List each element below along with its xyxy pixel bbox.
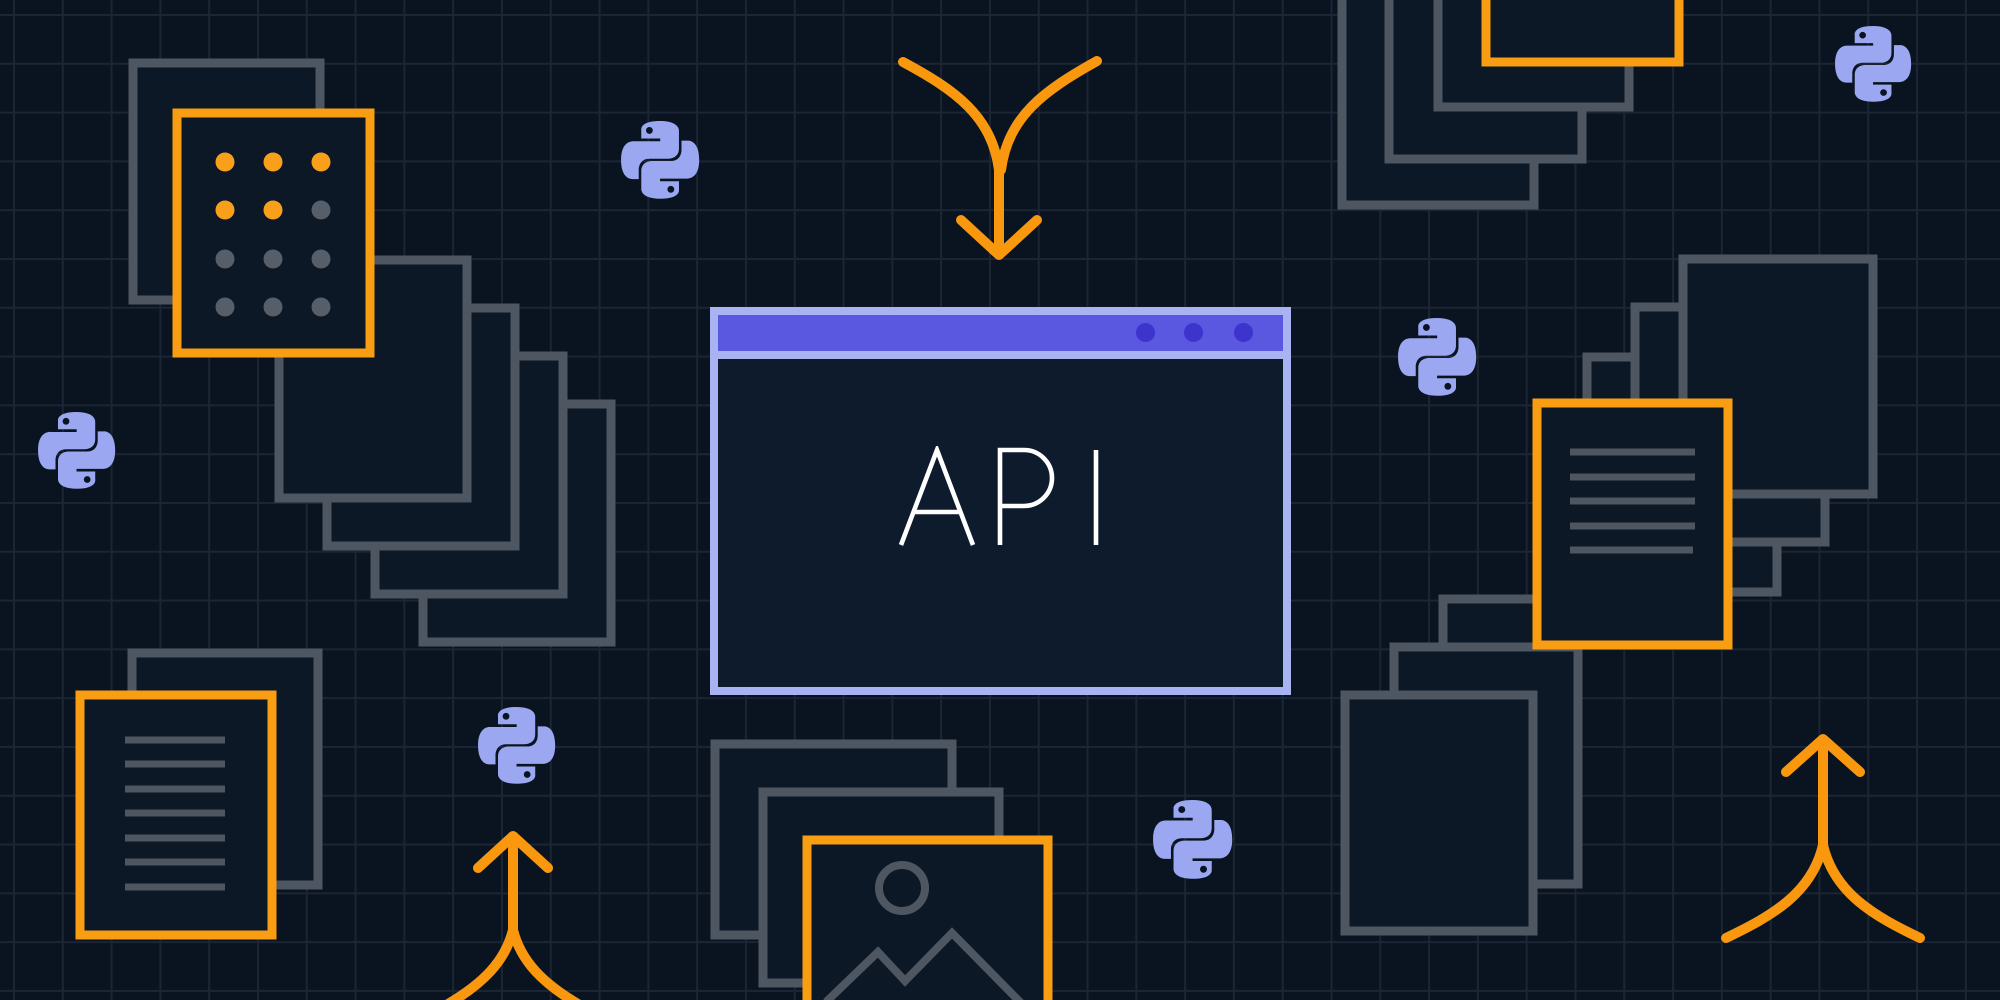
document-bottom-left-icon: [75, 648, 323, 940]
titlebar-dot-icon: [1234, 323, 1253, 342]
merge-arrow-up-right-icon: [1721, 734, 1925, 943]
api-label: API: [898, 446, 1098, 546]
image-placeholder-icon: [802, 835, 1053, 1000]
python-logo-icon: [621, 121, 700, 199]
merge-arrow-up-left-icon: [445, 831, 581, 1000]
api-browser-window: API API: [710, 307, 1291, 695]
window-body: API API: [718, 359, 1283, 687]
python-logo-icon: [1153, 800, 1233, 879]
python-logo-icon: [38, 412, 116, 489]
merge-arrow-down-icon: [898, 56, 1102, 260]
titlebar-dot-icon: [1136, 323, 1155, 342]
paper-stack-bottom-right: [1340, 594, 1583, 936]
python-logo-icon: [1398, 318, 1477, 396]
window-titlebar: [718, 315, 1283, 359]
document-middle-right-icon: [1532, 398, 1733, 650]
python-logo-icon: [478, 707, 556, 784]
dot-matrix-icon: [172, 108, 375, 358]
paper-stack-middle-left: [274, 255, 616, 647]
titlebar-dot-icon: [1184, 323, 1203, 342]
paper-stack-top-right: [1337, 0, 1684, 210]
python-logo-icon: [1835, 26, 1912, 102]
